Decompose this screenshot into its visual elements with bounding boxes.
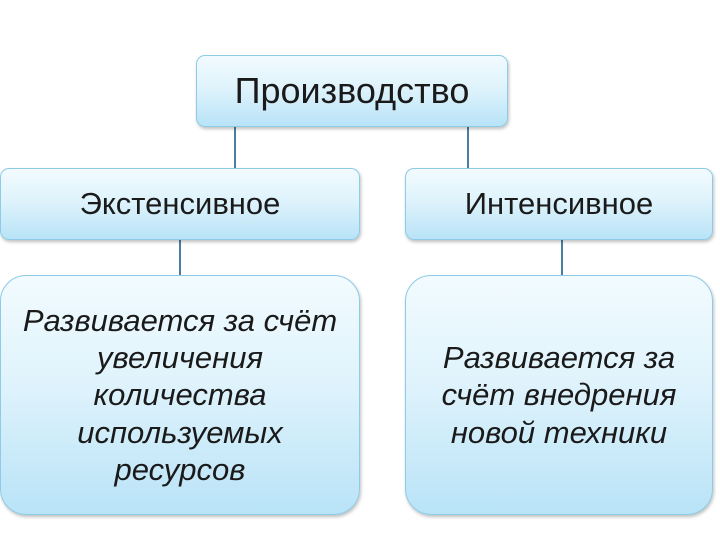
connector-root-to-right — [467, 127, 469, 168]
node-intensive-description: Развивается за счёт внедрения новой техн… — [405, 275, 713, 515]
extensive-description-text: Развивается за счёт увеличения количеств… — [22, 303, 338, 487]
node-extensive: Экстенсивное — [0, 168, 360, 240]
connector-left-to-description — [179, 240, 181, 275]
node-intensive: Интенсивное — [405, 168, 713, 240]
node-extensive-description: Развивается за счёт увеличения количеств… — [0, 275, 360, 515]
connector-root-to-left — [234, 127, 236, 168]
root-node-label: Производство — [234, 70, 470, 111]
intensive-description-text: Развивается за счёт внедрения новой техн… — [441, 340, 677, 450]
connector-right-to-description — [561, 240, 563, 275]
root-node-production: Производство — [196, 55, 508, 127]
node-extensive-label: Экстенсивное — [79, 186, 281, 221]
node-intensive-label: Интенсивное — [464, 186, 654, 221]
